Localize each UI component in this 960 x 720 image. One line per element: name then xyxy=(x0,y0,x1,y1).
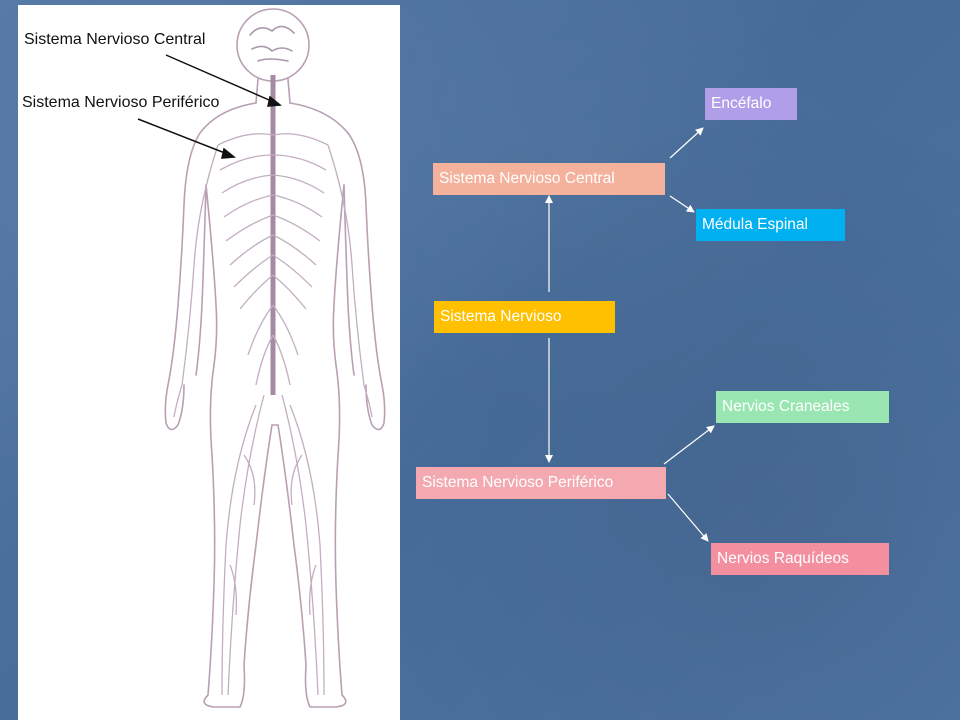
box-encefalo: Encéfalo xyxy=(705,88,797,120)
box-label: Sistema Nervioso xyxy=(440,308,562,325)
box-sistema-nervioso: Sistema Nervioso xyxy=(434,301,615,333)
human-body-figure xyxy=(137,8,386,708)
box-label: Sistema Nervioso Central xyxy=(439,170,615,187)
box-sistema-nervioso-periferico: Sistema Nervioso Periférico xyxy=(416,467,666,499)
box-label: Nervios Raquídeos xyxy=(717,550,849,567)
box-label: Nervios Craneales xyxy=(722,398,850,415)
arrow-peripheral-to-raquideos xyxy=(667,493,709,542)
box-medula-espinal: Médula Espinal xyxy=(696,209,845,241)
box-nervios-craneales: Nervios Craneales xyxy=(716,391,889,423)
box-label: Médula Espinal xyxy=(702,216,808,233)
arrow-central-to-medula xyxy=(669,195,695,213)
arrow-central-to-encefalo xyxy=(669,127,704,159)
nervous-system-illustration: Sistema Nervioso Central Sistema Nervios… xyxy=(18,5,400,720)
box-nervios-raquideos: Nervios Raquídeos xyxy=(711,543,889,575)
box-label: Encéfalo xyxy=(711,95,772,112)
box-label: Sistema Nervioso Periférico xyxy=(422,474,614,491)
box-sistema-nervioso-central: Sistema Nervioso Central xyxy=(433,163,665,195)
label-central-nervous-system: Sistema Nervioso Central xyxy=(24,31,206,48)
arrow-peripheral-to-craneales xyxy=(663,425,715,465)
label-peripheral-nervous-system: Sistema Nervioso Periférico xyxy=(22,94,220,111)
